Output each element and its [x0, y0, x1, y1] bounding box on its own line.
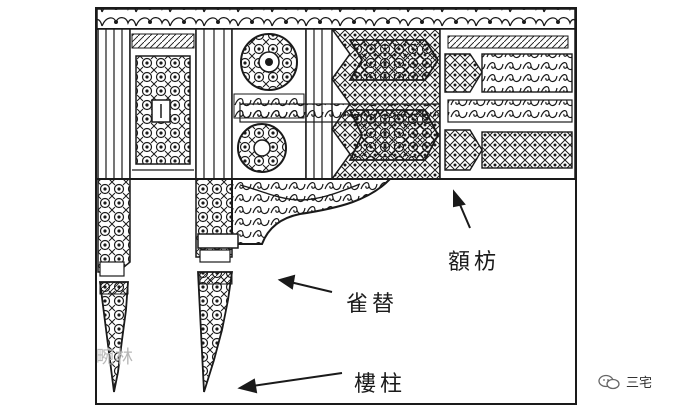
left-post-group	[97, 28, 131, 180]
brand-watermark: 三宅	[598, 372, 652, 391]
wechat-icon	[598, 374, 620, 390]
lintel-beam	[97, 28, 576, 180]
watermark-text: 畹林	[96, 347, 134, 368]
main-column	[195, 28, 233, 180]
bracket-carving	[231, 178, 393, 245]
label-column: 樓柱	[354, 372, 407, 397]
arrow-lintel	[453, 189, 471, 229]
arrow-column	[237, 372, 343, 394]
label-lintel: 額枋	[448, 250, 501, 275]
label-bracket: 雀替	[346, 292, 399, 317]
left-lower-bracket	[97, 178, 131, 277]
left-pendant-column	[98, 281, 129, 393]
arrow-bracket	[277, 274, 333, 293]
left-carved-panel	[129, 28, 197, 180]
main-column-lower	[195, 178, 239, 393]
eave-band	[96, 8, 576, 30]
brand-name: 三宅	[626, 376, 653, 391]
